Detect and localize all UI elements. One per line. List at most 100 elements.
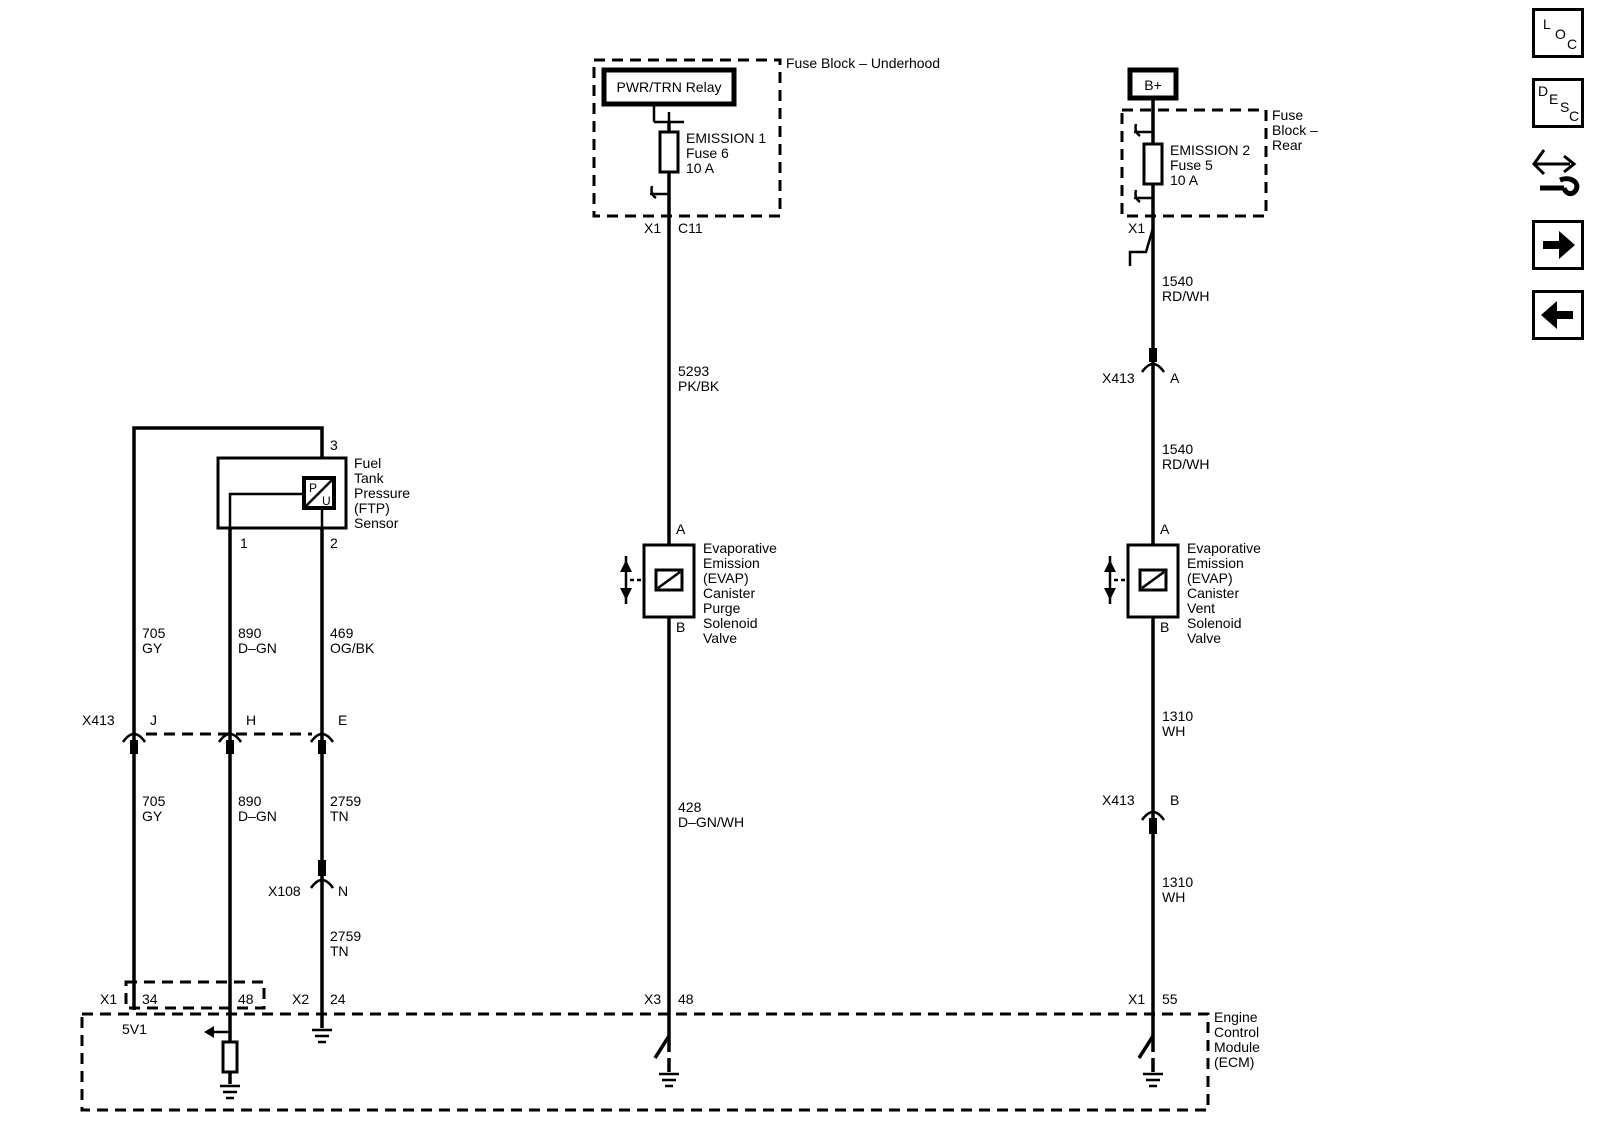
purge-ground-symbol	[659, 1072, 679, 1088]
resistor-ground-symbol	[220, 1084, 240, 1100]
desc-letter-c: C	[1569, 108, 1579, 124]
wire-5293-number: 5293	[678, 363, 709, 379]
description-button[interactable]: D E S C	[1532, 78, 1584, 128]
wire-469-number: 469	[330, 625, 354, 641]
emission1-fuse-name: EMISSION 1	[686, 130, 766, 146]
pwr-trn-relay-label: PWR/TRN Relay	[616, 79, 721, 95]
wire-428-color: D–GN/WH	[678, 814, 744, 830]
wire-705a-number: 705	[142, 625, 166, 641]
wire-1540b-color: RD/WH	[1162, 456, 1209, 472]
x413-e-pin	[318, 740, 326, 754]
purge-pin-b: B	[676, 619, 685, 635]
vent-valve-arrows	[1104, 560, 1116, 600]
vent-label-3: (EVAP)	[1187, 570, 1233, 586]
pin-48-x1: 48	[238, 991, 254, 1007]
x413-h-pin	[226, 740, 234, 754]
ftp-pin-2: 2	[330, 535, 338, 551]
wire-890b-color: D–GN	[238, 808, 277, 824]
ftp-p-label: P	[309, 481, 317, 495]
emission2-fuse-name: EMISSION 2	[1170, 142, 1250, 158]
emission1-fuse-number: Fuse 6	[686, 145, 729, 161]
x413-e-label: E	[338, 712, 347, 728]
loc-letter-o: O	[1555, 26, 1566, 42]
conn-x1-rear: X1	[1128, 220, 1145, 236]
fuse-block-rear-label-3: Rear	[1272, 137, 1303, 153]
wire-890a-color: D–GN	[238, 640, 277, 656]
purge-driver-switch	[653, 1035, 671, 1059]
pin-34: 34	[142, 991, 158, 1007]
pin-48-x3: 48	[678, 991, 694, 1007]
x413-b-connector	[1140, 810, 1166, 821]
x108-n-label: N	[338, 883, 348, 899]
purge-coil-slash	[657, 570, 681, 590]
pin-c11: C11	[678, 220, 703, 236]
purge-label-2: Emission	[703, 555, 760, 571]
ecm-label-1: Engine	[1214, 1009, 1258, 1025]
ftp-signal-arrow	[204, 1026, 214, 1038]
ecm-label-2: Control	[1214, 1024, 1259, 1040]
ftp-signal-internal	[228, 492, 304, 528]
vent-label-5: Vent	[1187, 600, 1215, 616]
x413-b-label: X413	[1102, 792, 1135, 808]
purge-pin-a: A	[676, 521, 686, 537]
x413-jhe-label: X413	[82, 712, 115, 728]
ftp-pin-1: 1	[240, 535, 248, 551]
location-button[interactable]: L O C	[1532, 8, 1584, 58]
ftp-label-1: Fuel	[354, 455, 381, 471]
loc-letter-l: L	[1543, 16, 1551, 32]
emission1-fuse-rating: 10 A	[686, 160, 715, 176]
ftp-pin-3: 3	[330, 437, 338, 453]
conn-x1-underhood: X1	[644, 220, 661, 236]
next-page-button[interactable]	[1532, 220, 1584, 270]
wire-1540a-number: 1540	[1162, 273, 1193, 289]
purge-label-6: Solenoid	[703, 615, 758, 631]
x413-jhe-connectors	[121, 732, 335, 743]
fuse-block-underhood-outline	[592, 58, 782, 218]
purge-label-1: Evaporative	[703, 540, 777, 556]
desc-letter-e: E	[1549, 91, 1558, 107]
bplus-label: B+	[1144, 77, 1162, 93]
wire-2759a-color: TN	[330, 808, 349, 824]
ecm-label-3: Module	[1214, 1039, 1260, 1055]
wrench-arrows-icon	[1532, 149, 1580, 197]
vent-ground-symbol	[1143, 1072, 1163, 1088]
circuit-705-reference-loop	[132, 426, 324, 1010]
wire-469-color: OG/BK	[330, 640, 375, 656]
ecm-outline	[80, 1012, 1210, 1112]
diagnostic-procedure-button[interactable]	[1530, 144, 1586, 200]
wire-5293-color: PK/BK	[678, 378, 720, 394]
x108-n-connector	[309, 878, 335, 889]
x413-a-pin	[1149, 348, 1157, 362]
x413-a-pin-label: A	[1170, 370, 1180, 386]
arrow-left-icon	[1541, 301, 1573, 329]
wire-1310b-number: 1310	[1162, 874, 1193, 890]
purge-label-5: Purge	[703, 600, 741, 616]
wire-1540a-color: RD/WH	[1162, 288, 1209, 304]
c11-terminal	[650, 185, 669, 200]
ecm-x1-connector-outline	[124, 980, 266, 1010]
conn-x2: X2	[292, 991, 309, 1007]
purge-label-4: Canister	[703, 585, 755, 601]
desc-letter-d: D	[1538, 83, 1548, 99]
conn-x1-ecm-left: X1	[100, 991, 117, 1007]
wire-890b-number: 890	[238, 793, 262, 809]
vent-label-6: Solenoid	[1187, 615, 1242, 631]
wire-1310a-number: 1310	[1162, 708, 1193, 724]
ftp-label-4: (FTP)	[354, 500, 390, 516]
purge-label-7: Valve	[703, 630, 737, 646]
vent-label-7: Valve	[1187, 630, 1221, 646]
wire-705b-color: GY	[142, 808, 163, 824]
wire-2759a-number: 2759	[330, 793, 361, 809]
ftp-transducer-slash	[303, 477, 335, 509]
vent-label-2: Emission	[1187, 555, 1244, 571]
vent-label-1: Evaporative	[1187, 540, 1261, 556]
x413-b-pin-label: B	[1170, 792, 1179, 808]
fuse-block-underhood-label-1: Fuse Block – Underhood	[786, 55, 940, 71]
previous-page-button[interactable]	[1532, 290, 1584, 340]
x413-j-pin	[130, 740, 138, 754]
relay-output-bracket	[652, 104, 684, 124]
vent-pin-a: A	[1160, 521, 1170, 537]
wire-1310b-color: WH	[1162, 889, 1185, 905]
wire-428-number: 428	[678, 799, 702, 815]
